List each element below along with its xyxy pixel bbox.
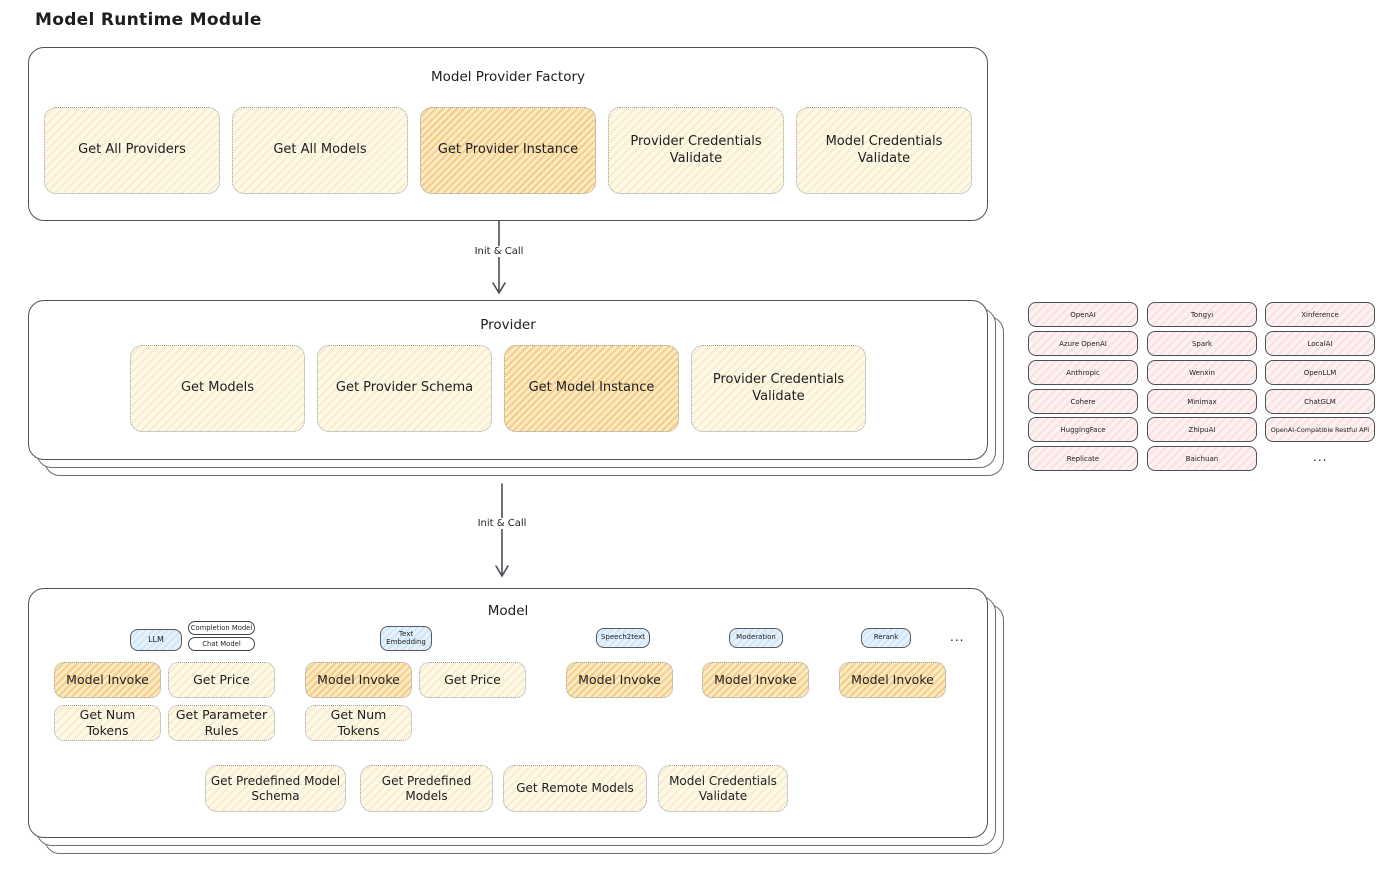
- chip-tongyi: Tongyi: [1147, 302, 1257, 327]
- get-predefined-model-schema: Get Predefined Model Schema: [205, 765, 346, 812]
- chip-zhipuai: ZhipuAI: [1147, 417, 1257, 442]
- model-credentials-validate: Model Credentials Validate: [658, 765, 788, 812]
- provider-get-provider-schema: Get Provider Schema: [317, 345, 492, 432]
- chip-wenxin: Wenxin: [1147, 360, 1257, 385]
- arrow1-label: Init & Call: [469, 246, 529, 257]
- get-remote-models: Get Remote Models: [503, 765, 647, 812]
- chip-openai-compatible-restful-api: OpenAI-Compatible Restful API: [1265, 417, 1375, 442]
- provider-get-models: Get Models: [130, 345, 305, 432]
- chip-replicate: Replicate: [1028, 446, 1138, 471]
- tag-moderation: Moderation: [729, 628, 783, 648]
- get-predefined-models: Get Predefined Models: [360, 765, 493, 812]
- arrow-down-icon: [492, 220, 506, 295]
- tag-speech2text: Speech2text: [596, 628, 650, 648]
- chip-anthropic: Anthropic: [1028, 360, 1138, 385]
- moderation-model-invoke: Model Invoke: [702, 662, 809, 698]
- tag-chat-model: Chat Model: [188, 637, 255, 651]
- text-embedding-get-num-tokens: Get Num Tokens: [305, 705, 412, 741]
- factory-provider-credentials-validate: Provider Credentials Validate: [608, 107, 784, 194]
- llm-get-parameter-rules: Get Parameter Rules: [168, 705, 275, 741]
- tag-text-embedding: Text Embedding: [380, 626, 432, 651]
- chip-chatglm: ChatGLM: [1265, 389, 1375, 414]
- factory-model-credentials-validate: Model Credentials Validate: [796, 107, 972, 194]
- chip-xinference: Xinference: [1265, 302, 1375, 327]
- chip-cohere: Cohere: [1028, 389, 1138, 414]
- text-embedding-get-price: Get Price: [419, 662, 526, 698]
- chip-openllm: OpenLLM: [1265, 360, 1375, 385]
- arrow2-label: Init & Call: [472, 518, 532, 529]
- chip-azure-openai: Azure OpenAI: [1028, 331, 1138, 356]
- provider-provider-credentials-validate: Provider Credentials Validate: [691, 345, 866, 432]
- factory-get-all-providers: Get All Providers: [44, 107, 220, 194]
- rerank-model-invoke: Model Invoke: [839, 662, 946, 698]
- llm-get-price: Get Price: [168, 662, 275, 698]
- chip-minimax: Minimax: [1147, 389, 1257, 414]
- model-tags-more-dots: ...: [950, 630, 965, 644]
- factory-get-all-models: Get All Models: [232, 107, 408, 194]
- arrow-down-icon: [495, 483, 509, 578]
- tag-completion-model: Completion Model: [188, 621, 255, 635]
- tag-llm: LLM: [130, 629, 182, 651]
- tag-rerank: Rerank: [861, 628, 911, 648]
- llm-model-invoke: Model Invoke: [54, 662, 161, 698]
- chip-openai: OpenAI: [1028, 302, 1138, 327]
- chip-spark: Spark: [1147, 331, 1257, 356]
- speech2text-model-invoke: Model Invoke: [566, 662, 673, 698]
- provider-get-model-instance: Get Model Instance: [504, 345, 679, 432]
- page-title: Model Runtime Module: [35, 10, 262, 30]
- factory-get-provider-instance: Get Provider Instance: [420, 107, 596, 194]
- text-embedding-model-invoke: Model Invoke: [305, 662, 412, 698]
- chip-baichuan: Baichuan: [1147, 446, 1257, 471]
- provider-title: Provider: [480, 317, 536, 333]
- chip-localai: LocalAI: [1265, 331, 1375, 356]
- model-title: Model: [487, 603, 529, 619]
- llm-get-num-tokens: Get Num Tokens: [54, 705, 161, 741]
- chip-huggingface: HuggingFace: [1028, 417, 1138, 442]
- factory-title: Model Provider Factory: [430, 69, 585, 85]
- providers-more-dots: ...: [1313, 450, 1328, 464]
